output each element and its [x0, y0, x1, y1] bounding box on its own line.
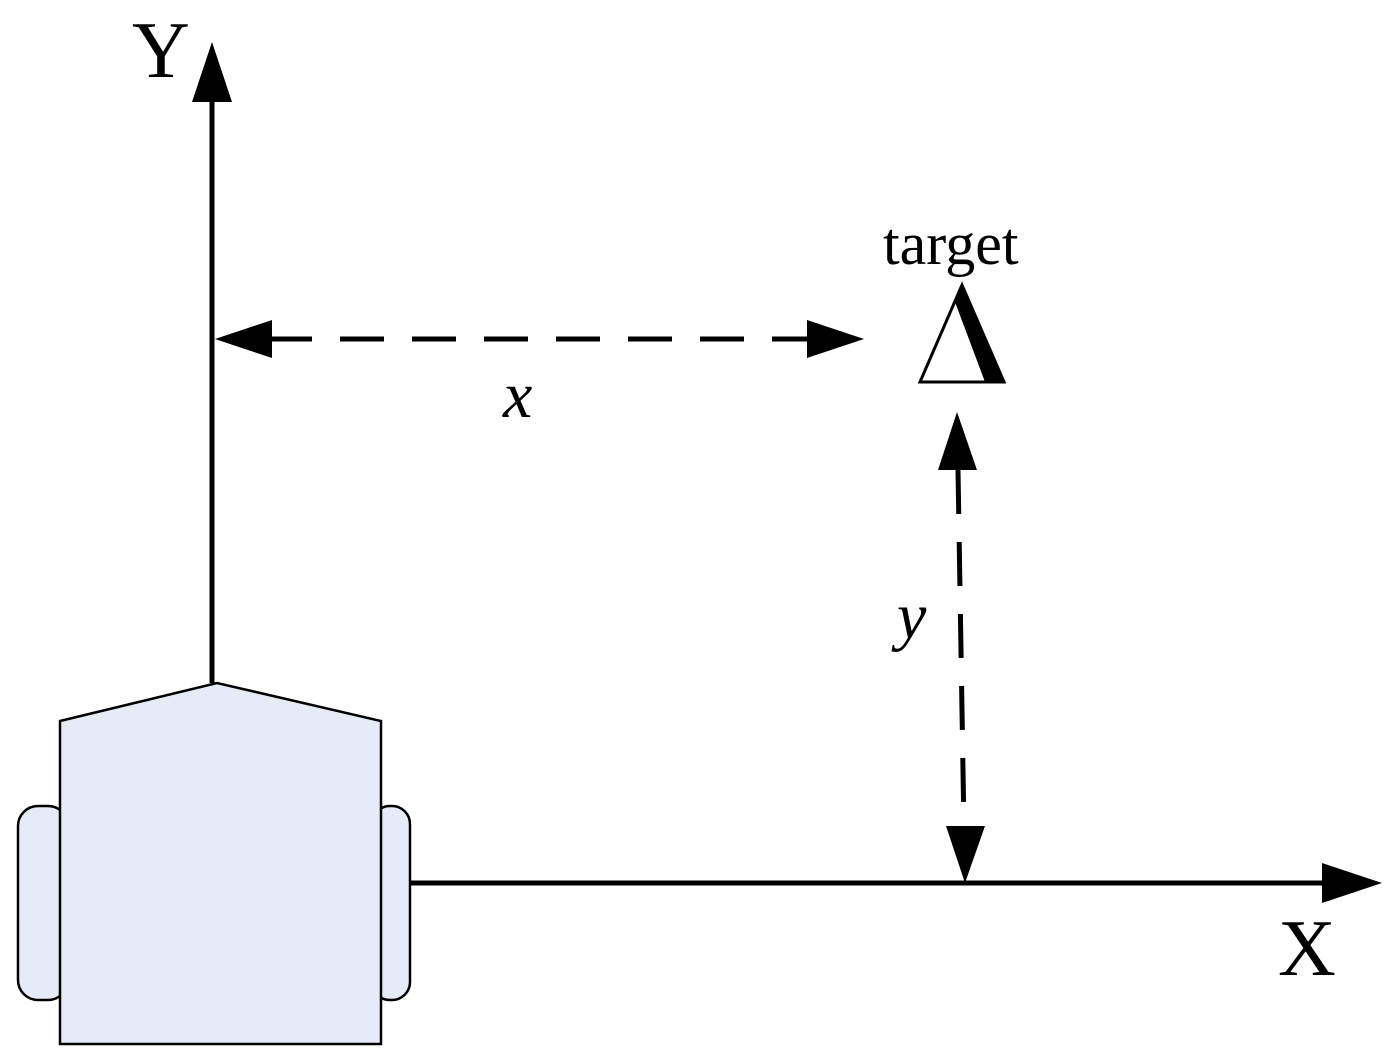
robot-body — [58, 681, 383, 1046]
y-distance-label: y — [891, 580, 927, 653]
y-distance-arrow — [938, 412, 985, 883]
y-distance-top-arrowhead — [938, 412, 977, 470]
y-distance-dashed-line — [955, 469, 967, 831]
x-axis-label: X — [1278, 905, 1336, 993]
target-label: target — [883, 211, 1019, 277]
target-triangle-thick-side — [955, 285, 1004, 382]
x-distance-label: x — [502, 359, 532, 432]
x-axis-arrowhead — [1322, 863, 1382, 903]
y-axis — [192, 42, 232, 683]
x-distance-right-arrowhead — [807, 320, 864, 358]
x-axis — [410, 863, 1382, 903]
target-symbol: Δ — [0, 0, 1, 1]
y-axis-arrowhead — [192, 42, 232, 102]
y-distance-bottom-arrowhead — [946, 826, 985, 883]
y-axis-label: Y — [132, 7, 190, 95]
x-distance-arrow — [215, 320, 864, 358]
target-marker: Δ — [0, 0, 1007, 384]
robot — [16, 681, 412, 1046]
x-distance-left-arrowhead — [215, 320, 272, 358]
